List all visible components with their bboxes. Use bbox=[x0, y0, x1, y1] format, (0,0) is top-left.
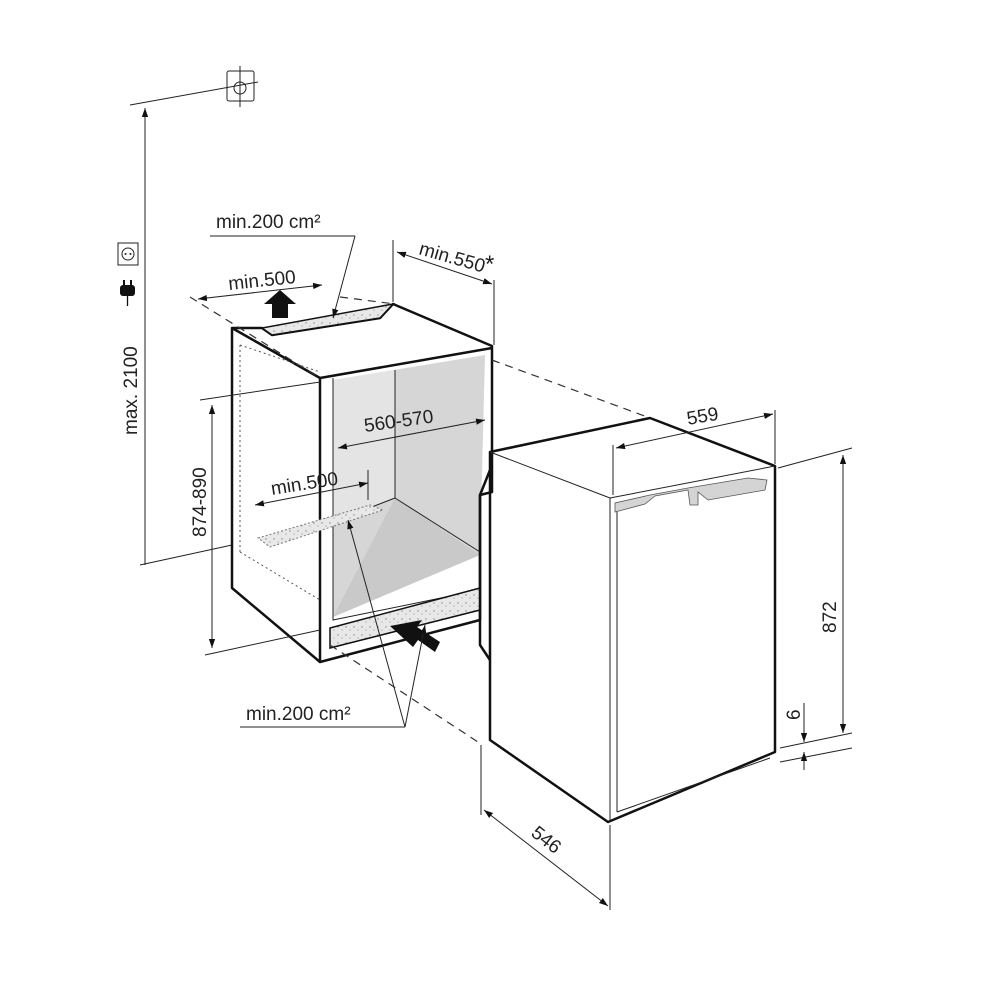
plinth-gap-dimension: 6 bbox=[779, 703, 853, 770]
niche-height-label: 874-890 bbox=[190, 467, 211, 537]
max-height-dimension: max. 2100 bbox=[121, 108, 233, 566]
appliance-depth-label: 546 bbox=[527, 822, 565, 858]
niche-depth-dimension: min.550 * bbox=[392, 239, 495, 345]
appliance-depth-dimension: 546 bbox=[480, 745, 611, 910]
niche-height-dimension: 874-890 bbox=[190, 381, 321, 656]
plinth-gap-label: 6 bbox=[784, 709, 805, 720]
wall-anchor-icon bbox=[129, 66, 259, 107]
appliance bbox=[478, 416, 777, 824]
power-socket-icon bbox=[117, 242, 139, 266]
top-vent-width-label: min.500 bbox=[227, 267, 296, 295]
appliance-width-label: 559 bbox=[685, 404, 720, 430]
appliance-height-dimension: 872 bbox=[777, 447, 853, 749]
max-height-label: max. 2100 bbox=[121, 346, 142, 435]
cabinet-niche bbox=[189, 296, 651, 743]
niche-depth-label: min.550 bbox=[417, 239, 488, 278]
niche-depth-note: * bbox=[485, 251, 494, 278]
appliance-height-label: 872 bbox=[820, 601, 841, 633]
top-vent-area-label: min.200 cm² bbox=[216, 212, 321, 233]
bottom-vent-area-label: min.200 cm² bbox=[246, 704, 351, 725]
door-handle bbox=[614, 477, 768, 513]
power-plug-icon bbox=[120, 280, 135, 306]
bottom-vent-area-dimension: min.200 cm² bbox=[240, 519, 427, 728]
